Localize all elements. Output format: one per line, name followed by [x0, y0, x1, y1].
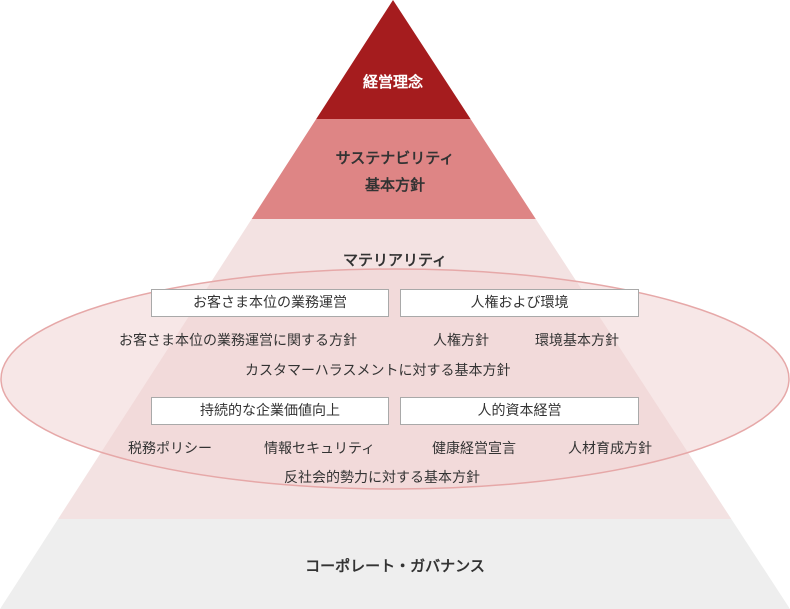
policy-anti-social-forces: 反社会的勢力に対する基本方針 — [284, 470, 480, 486]
policy-human-rights: 人権方針 — [433, 333, 489, 349]
policy-customer-first: お客さま本位の業務運営に関する方針 — [119, 333, 357, 349]
policy-information-security: 情報セキュリティ — [264, 441, 376, 457]
sustainability-label-line2: 基本方針 — [364, 176, 425, 194]
materiality-box-human-capital: 人的資本経営 — [400, 397, 639, 425]
materiality-box-human-rights-environment: 人権および環境 — [400, 289, 639, 317]
pyramid-tier-sustainability — [0, 119, 790, 219]
policy-talent-development: 人材育成方針 — [568, 441, 652, 457]
pyramid-tier-governance — [0, 519, 790, 609]
pyramid-tier-philosophy — [0, 0, 790, 119]
policy-environment: 環境基本方針 — [535, 333, 619, 349]
governance-label: コーポレート・ガバナンス — [305, 557, 485, 575]
policy-health-management: 健康経営宣言 — [432, 441, 516, 457]
sustainability-label-line1: サステナビリティ — [335, 149, 455, 167]
materiality-ellipse — [0, 268, 790, 490]
materiality-label: マテリアリティ — [342, 251, 448, 269]
policy-tax: 税務ポリシー — [128, 441, 212, 457]
philosophy-label: 経営理念 — [362, 73, 423, 91]
materiality-box-corporate-value: 持続的な企業価値向上 — [151, 397, 389, 425]
policy-customer-harassment: カスタマーハラスメントに対する基本方針 — [245, 363, 511, 379]
materiality-box-customer-first: お客さま本位の業務運営 — [151, 289, 389, 317]
